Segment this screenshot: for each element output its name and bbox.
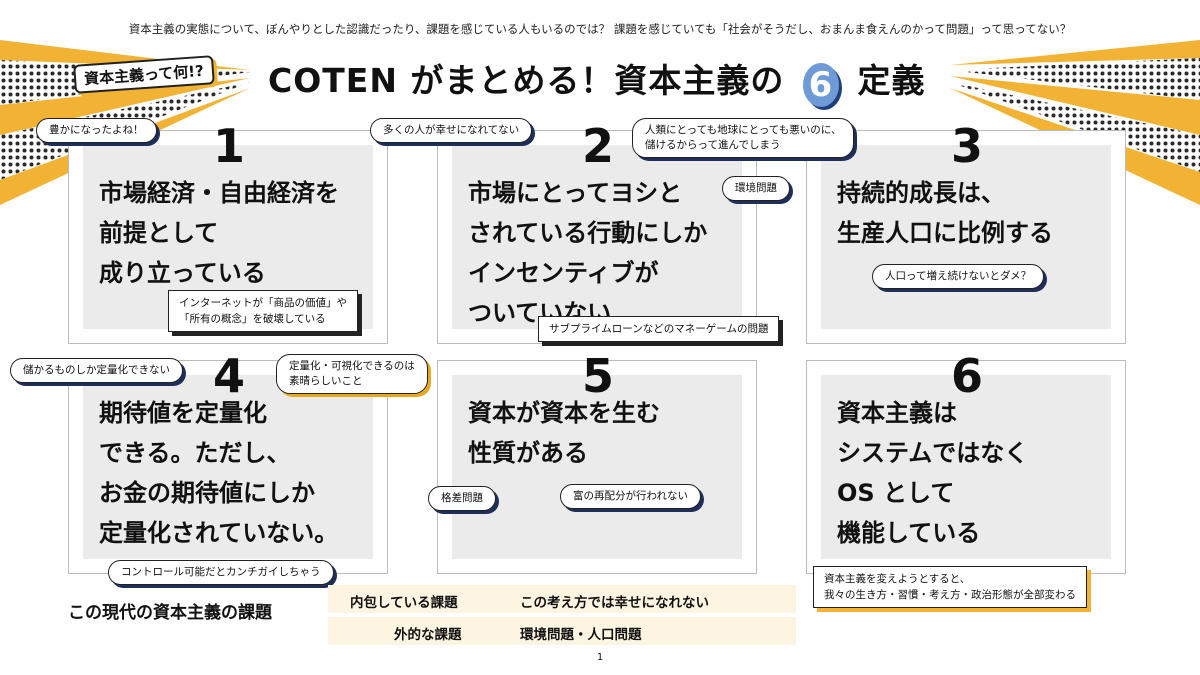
card-text: 市場にとってヨシと されている行動にしか インセンティブが ついていない xyxy=(468,179,708,327)
summary-key: 内包している課題 xyxy=(350,595,458,611)
definition-card-6: 6 資本主義は システムではなく OS として 機能している xyxy=(806,349,1126,574)
card-number: 1 xyxy=(212,119,245,173)
card-number: 2 xyxy=(581,119,614,173)
card-number: 6 xyxy=(950,349,983,403)
definition-card-3: 3 持続的成長は、 生産人口に比例する xyxy=(806,119,1126,344)
card-number: 3 xyxy=(950,119,983,173)
card-number: 5 xyxy=(581,349,614,403)
comment-bubble: 多くの人が幸せになれてない xyxy=(370,118,533,143)
card-number: 4 xyxy=(212,349,245,403)
summary-row: 内包している課題 この考え方では幸せになれない xyxy=(328,585,796,613)
summary-value: この考え方では幸せになれない xyxy=(520,595,709,611)
card-text: 期待値を定量化 できる。ただし、 お金の期待値にしか 定量化されていない。 xyxy=(99,399,339,547)
comment-bubble: 人口って増え続けないとダメ？ xyxy=(872,264,1045,289)
page-title: COTEN がまとめる！資本主義の 6 定義 xyxy=(268,54,925,107)
card-text: 市場経済・自由経済を 前提として 成り立っている xyxy=(99,179,339,287)
title-after: 定義 xyxy=(857,61,926,100)
comment-bubble: 人類にとっても地球にとっても悪いのに、 儲けるからって進んでしまう xyxy=(632,118,855,158)
definition-card-5: 5 資本が資本を生む 性質がある xyxy=(437,349,757,574)
note-box: インターネットが「商品の価値」や 「所有の概念」を破壊している xyxy=(168,290,358,332)
comment-bubble: 豊かになったよね！ xyxy=(36,118,157,143)
comment-bubble: 富の再配分が行われない xyxy=(560,484,701,509)
page-number: 1 xyxy=(596,652,604,663)
note-box: サブプライムローンなどのマネーゲームの問題 xyxy=(538,316,780,342)
definition-card-2: 2 市場にとってヨシと されている行動にしか インセンティブが ついていない xyxy=(437,119,757,344)
title-before: COTEN がまとめる！資本主義の xyxy=(268,61,785,100)
comment-bubble: 儲かるものしか定量化できない xyxy=(10,358,183,383)
summary-value: 環境問題・人口問題 xyxy=(520,627,642,643)
card-text: 資本主義は システムではなく OS として 機能している xyxy=(837,399,1029,547)
card-text: 持続的成長は、 生産人口に比例する xyxy=(837,179,1053,247)
summary-key: 外的な課題 xyxy=(394,627,462,643)
comment-bubble: 格差問題 xyxy=(428,486,496,511)
card-text: 資本が資本を生む 性質がある xyxy=(468,399,660,467)
summary-title: この現代の資本主義の課題 xyxy=(68,603,272,623)
comment-bubble: 定量化・可視化できるのは 素晴らしいこと xyxy=(276,354,428,394)
definition-card-4: 4 期待値を定量化 できる。ただし、 お金の期待値にしか 定量化されていない。 xyxy=(68,349,388,574)
comment-bubble: 環境問題 xyxy=(722,176,790,201)
summary-row: 外的な課題 環境問題・人口問題 xyxy=(328,617,796,645)
summary-table: 内包している課題 この考え方では幸せになれない 外的な課題 環境問題・人口問題 xyxy=(328,585,796,649)
comment-bubble: コントロール可能だとカンチガイしちゃう xyxy=(108,560,334,585)
title-number: 6 xyxy=(802,63,839,107)
intro-text: 資本主義の実態について、ぼんやりとした認識だったり、課題を感じている人もいるので… xyxy=(128,22,1072,36)
note-box: 資本主義を変えようとすると、 我々の生き方・習慣・考え方・政治形態が全部変わる xyxy=(813,566,1087,608)
